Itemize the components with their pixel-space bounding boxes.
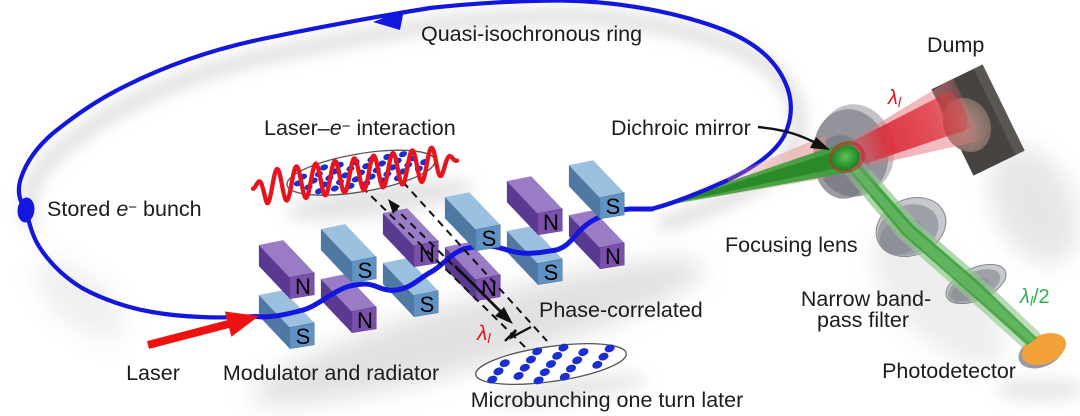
svg-text:N: N	[419, 242, 435, 267]
svg-text:S: S	[606, 194, 621, 219]
svg-text:S: S	[482, 226, 497, 251]
svg-text:λl: λl	[887, 87, 902, 110]
svg-text:S: S	[296, 324, 311, 349]
svg-text:λl/2: λl/2	[1019, 286, 1050, 309]
svg-text:Stored e− bunch: Stored e− bunch	[47, 197, 202, 221]
svg-text:S: S	[420, 292, 435, 317]
svg-text:Photodetector: Photodetector	[882, 359, 1016, 383]
svg-text:pass filter: pass filter	[817, 308, 909, 332]
svg-text:N: N	[481, 276, 497, 301]
svg-text:Microbunching one turn later: Microbunching one turn later	[471, 388, 744, 412]
svg-text:Narrow band-: Narrow band-	[801, 287, 931, 311]
svg-text:Modulator and radiator: Modulator and radiator	[223, 361, 439, 385]
svg-text:S: S	[358, 258, 373, 283]
svg-text:Laser: Laser	[126, 361, 180, 385]
svg-text:Quasi-isochronous ring: Quasi-isochronous ring	[421, 22, 642, 46]
svg-text:N: N	[543, 210, 559, 235]
svg-text:Laser–e− interaction: Laser–e− interaction	[264, 116, 456, 140]
svg-text:S: S	[544, 260, 559, 285]
svg-text:Focusing lens: Focusing lens	[725, 233, 858, 257]
svg-text:N: N	[295, 274, 311, 299]
svg-text:Dump: Dump	[927, 33, 984, 57]
svg-text:N: N	[357, 308, 373, 333]
svg-text:Phase-correlated: Phase-correlated	[539, 298, 703, 322]
svg-text:N: N	[605, 244, 621, 269]
svg-text:Dichroic mirror: Dichroic mirror	[611, 116, 751, 140]
